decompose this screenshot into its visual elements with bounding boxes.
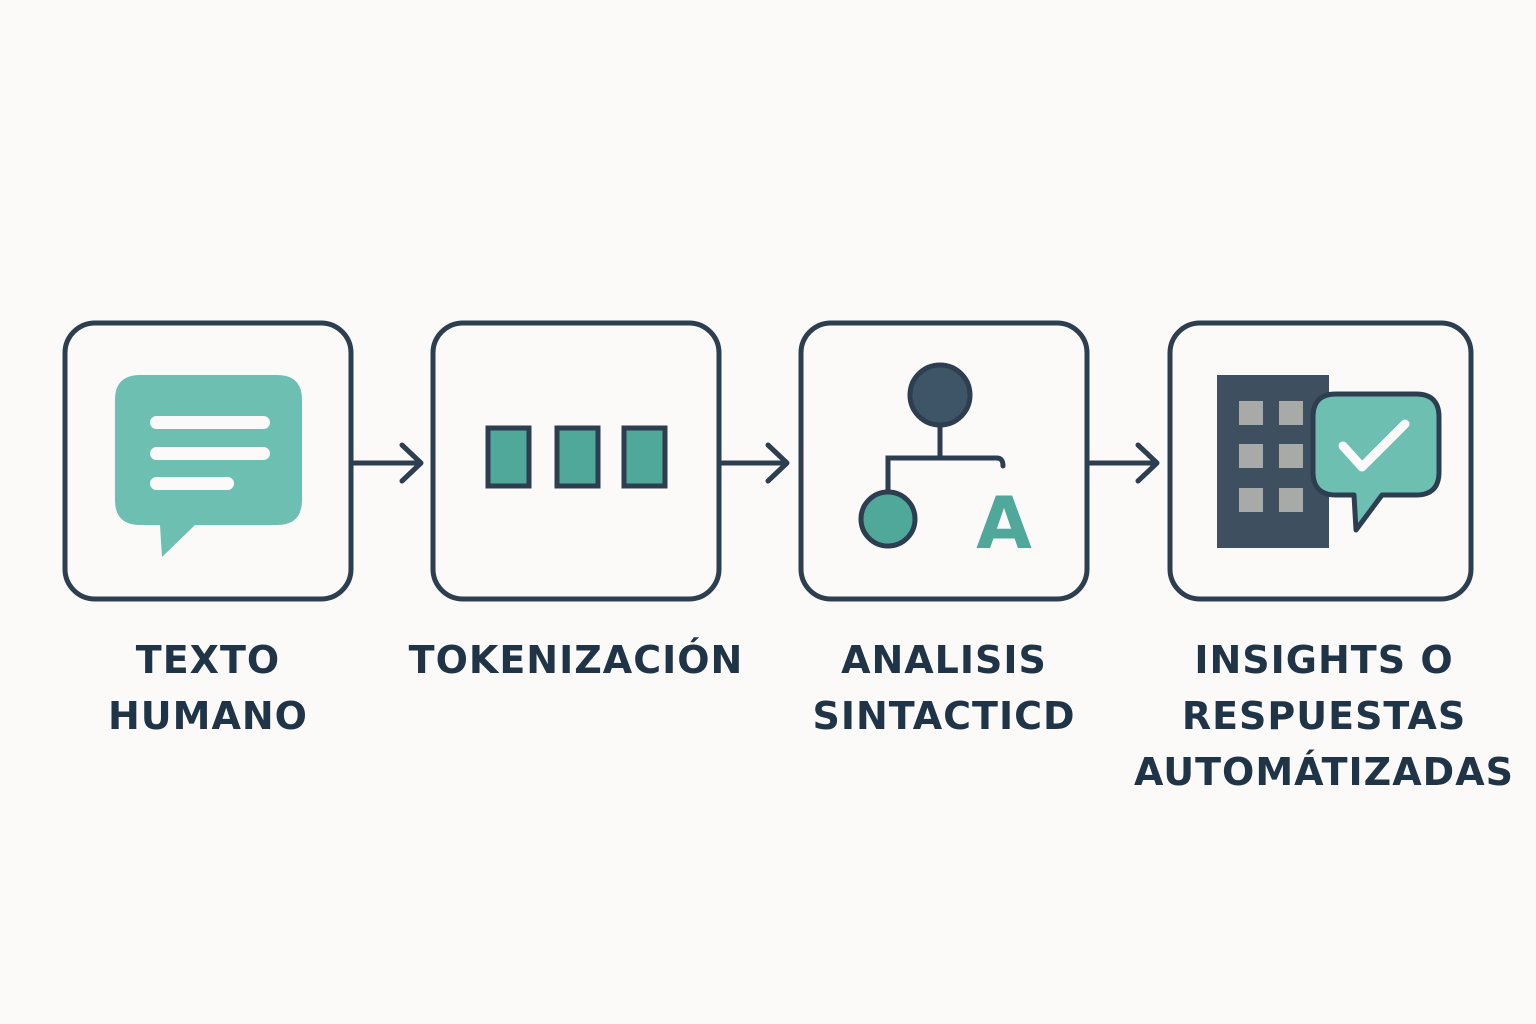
step-box-tokenizacion <box>430 320 722 602</box>
label-line: RESPUESTAS <box>1181 694 1467 738</box>
step-box-texto-humano <box>62 320 354 602</box>
label-line: ANALISIS <box>841 638 1047 682</box>
label-line: TOKENIZACIÓN <box>408 638 744 682</box>
step-label-tokenizacion: TOKENIZACIÓN <box>396 632 756 688</box>
step-label-insights: INSIGHTS O RESPUESTAS AUTOMÁTIZADAS <box>1126 632 1522 800</box>
step-label-texto-humano: TEXTO HUMANO <box>65 632 351 744</box>
label-line: AUTOMÁTIZADAS <box>1134 750 1514 794</box>
letter-a-glyph: A <box>976 481 1032 565</box>
step-label-analisis-sintactico: ANALISIS SINTACTICD <box>781 632 1107 744</box>
syntax-tree-icon: A <box>858 362 1032 565</box>
label-line: SINTACTICD <box>812 694 1076 738</box>
step-box-insights <box>1167 320 1474 602</box>
tokens-icon <box>485 425 668 489</box>
arrow-right-icon <box>1084 442 1160 484</box>
label-line: TEXTO <box>135 638 281 682</box>
step-box-analisis-sintactico: A <box>798 320 1090 602</box>
chat-bubble-icon <box>115 375 302 557</box>
label-line: HUMANO <box>108 694 308 738</box>
label-line: INSIGHTS O <box>1194 638 1454 682</box>
building-check-icon <box>1217 375 1442 548</box>
arrow-right-icon <box>716 442 790 484</box>
arrow-right-icon <box>348 442 424 484</box>
